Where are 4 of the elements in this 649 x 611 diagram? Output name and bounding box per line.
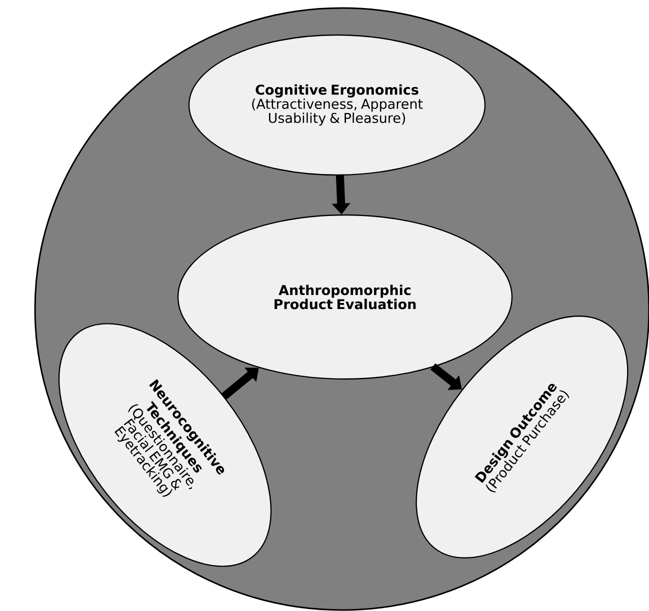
ellipse-node: Anthropomorphic Product Evaluation bbox=[177, 214, 513, 380]
block-arrow bbox=[430, 363, 462, 390]
ellipse-node: Cognitive Ergonomics (Attractiveness, Apparent Usability & Pleasure) bbox=[188, 34, 486, 176]
block-arrow bbox=[220, 368, 259, 400]
